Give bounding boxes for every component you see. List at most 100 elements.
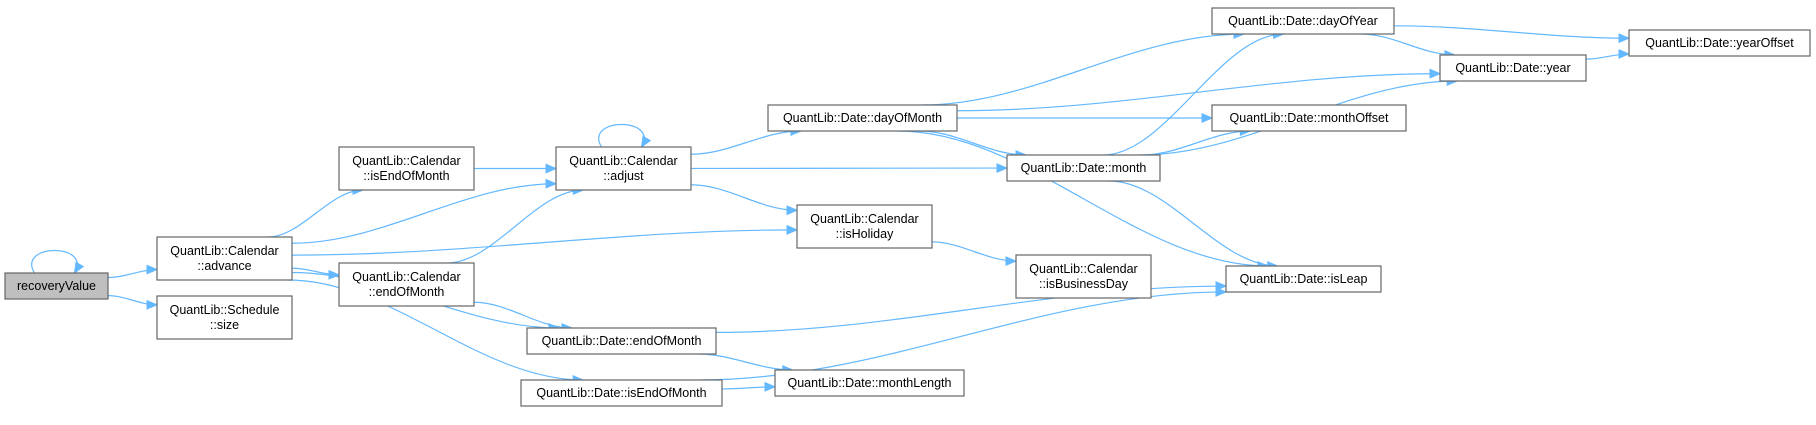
edge-dayOfMonth-to-isLeap (898, 130, 1270, 271)
node-label: ::isBusinessDay (1039, 277, 1129, 291)
edge-recoveryValue-to-recoveryValue (31, 250, 85, 275)
edge-arrowhead (786, 224, 799, 235)
edge-arrowhead (146, 299, 159, 310)
edge-line (291, 229, 798, 256)
edge-recoveryValue-to-size (107, 295, 159, 310)
edge-line (919, 130, 1027, 156)
node-label: QuantLib::Date::month (1021, 161, 1147, 175)
node-box (555, 146, 692, 191)
node-adjust[interactable]: QuantLib::Calendar::adjust (555, 146, 692, 191)
node-label: QuantLib::Calendar (352, 270, 460, 284)
edge-dayOfMonth-to-year (956, 68, 1442, 112)
edge-date_isEndOfMonth-to-isLeap (699, 287, 1228, 381)
node-label: QuantLib::Date::monthOffset (1230, 111, 1389, 125)
node-label: QuantLib::Schedule (170, 303, 280, 317)
edge-line (1361, 33, 1455, 56)
node-label: ::endOfMonth (369, 285, 445, 299)
node-size[interactable]: QuantLib::Schedule::size (156, 295, 293, 340)
edge-dayOfMonth-to-dayOfYear (921, 29, 1246, 106)
node-cal_isEndOfMonth[interactable]: QuantLib::Calendar::isEndOfMonth (338, 146, 475, 191)
edge-arrowhead (640, 135, 652, 149)
node-isHoliday[interactable]: QuantLib::Calendar::isHoliday (796, 204, 933, 249)
node-label: QuantLib::Date::year (1455, 61, 1570, 75)
edge-advance-to-cal_isEndOfMonth (267, 185, 365, 238)
node-label: QuantLib::Calendar (170, 244, 278, 258)
edge-line (956, 73, 1441, 112)
node-monthLength[interactable]: QuantLib::Date::monthLength (774, 369, 965, 397)
node-label: QuantLib::Calendar (569, 154, 677, 168)
node-date_endOfMonth[interactable]: QuantLib::Date::endOfMonth (526, 327, 717, 355)
node-label: ::adjust (603, 169, 644, 183)
node-cal_endOfMonth[interactable]: QuantLib::Calendar::endOfMonth (338, 262, 475, 307)
node-date_isEndOfMonth[interactable]: QuantLib::Date::isEndOfMonth (520, 379, 723, 407)
edge-advance-to-isHoliday (291, 224, 799, 256)
node-label: QuantLib::Calendar (352, 154, 460, 168)
node-box (1006, 154, 1161, 182)
node-label: QuantLib::Date::isLeap (1240, 272, 1368, 286)
node-box (1211, 7, 1395, 35)
node-label: ::isHoliday (836, 227, 894, 241)
node-label: QuantLib::Calendar (810, 212, 918, 226)
node-box (1628, 29, 1811, 57)
edge-line (31, 250, 78, 274)
edge-arrowhead (1201, 113, 1214, 123)
node-label: QuantLib::Date::endOfMonth (542, 334, 702, 348)
node-month[interactable]: QuantLib::Date::month (1006, 154, 1161, 182)
node-box (796, 204, 933, 249)
node-label: QuantLib::Date::yearOffset (1645, 36, 1794, 50)
edge-adjust-to-month (690, 163, 1009, 174)
edge-line (698, 353, 793, 371)
node-yearOffset[interactable]: QuantLib::Date::yearOffset (1628, 29, 1811, 57)
node-label: QuantLib::Date::dayOfYear (1228, 14, 1378, 28)
node-box (520, 379, 723, 407)
node-year[interactable]: QuantLib::Date::year (1439, 54, 1587, 82)
edge-isHoliday-to-isBusinessDay (931, 241, 1018, 267)
node-isLeap[interactable]: QuantLib::Date::isLeap (1225, 265, 1382, 293)
edge-line (921, 33, 1244, 106)
edge-line (473, 301, 573, 329)
edge-line (690, 130, 801, 155)
node-advance[interactable]: QuantLib::Calendar::advance (156, 236, 293, 281)
edge-arrowhead (786, 205, 799, 216)
edge-line (690, 184, 798, 211)
edge-line (931, 241, 1017, 262)
edge-arrowhead (996, 163, 1009, 174)
node-label: QuantLib::Calendar (1029, 262, 1137, 276)
edge-dayOfMonth-to-monthOffset (957, 113, 1214, 123)
node-box (1225, 265, 1382, 293)
edge-line (446, 189, 584, 264)
node-recoveryValue[interactable]: recoveryValue (4, 272, 109, 300)
edge-line (1102, 33, 1284, 156)
node-box (774, 369, 965, 397)
node-box (767, 104, 958, 132)
edge-arrowhead (1618, 49, 1631, 59)
node-dayOfYear[interactable]: QuantLib::Date::dayOfYear (1211, 7, 1395, 35)
edge-arrowhead (146, 264, 159, 275)
node-monthOffset[interactable]: QuantLib::Date::monthOffset (1211, 104, 1407, 132)
node-box (1439, 54, 1587, 82)
edge-arrowhead (1429, 68, 1442, 79)
edge-line (715, 285, 1227, 334)
node-label: QuantLib::Date::monthLength (787, 376, 951, 390)
edge-line (898, 130, 1268, 267)
edge-arrowhead (764, 381, 777, 392)
node-label: ::advance (197, 259, 251, 273)
edge-arrowhead (328, 269, 341, 280)
edge-line (1109, 180, 1278, 267)
edge-line (1142, 130, 1251, 156)
edge-arrowhead (545, 163, 558, 174)
edge-advance-to-adjust (291, 178, 558, 244)
node-isBusinessDay[interactable]: QuantLib::Calendar::isBusinessDay (1015, 254, 1152, 299)
node-label: recoveryValue (17, 279, 96, 293)
edge-line (1393, 25, 1630, 39)
node-box (1015, 254, 1152, 299)
edge-arrowhead (545, 178, 558, 189)
edge-line (699, 291, 1227, 381)
edge-arrowhead (1005, 256, 1018, 267)
edge-arrowhead (1618, 33, 1631, 44)
node-box (338, 262, 475, 307)
node-box (156, 295, 293, 340)
node-label: QuantLib::Date::isEndOfMonth (536, 386, 706, 400)
node-dayOfMonth[interactable]: QuantLib::Date::dayOfMonth (767, 104, 958, 132)
edge-line (598, 124, 645, 148)
